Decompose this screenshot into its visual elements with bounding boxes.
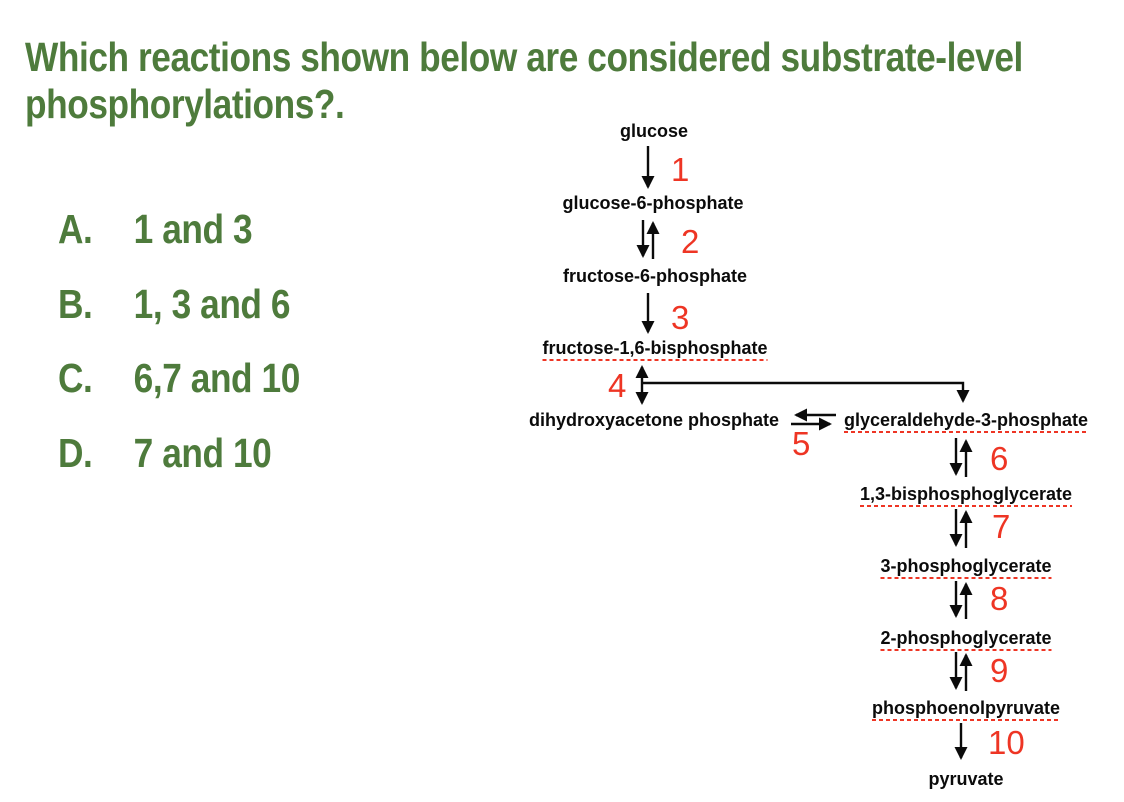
reaction-3-number: 3 bbox=[671, 299, 690, 336]
node-fructose-1-6-bisphosphate: fructose-1,6-bisphosphate bbox=[542, 339, 768, 361]
reaction-4-number: 4 bbox=[608, 367, 627, 404]
reaction-10-number: 10 bbox=[988, 724, 1025, 761]
node-fructose-6-phosphate: fructose-6-phosphate bbox=[562, 266, 748, 286]
node-phosphoenolpyruvate: phosphoenolpyruvate bbox=[871, 699, 1061, 721]
option-d-letter: D. bbox=[58, 430, 93, 476]
node-3-phosphoglycerate: 3-phosphoglycerate bbox=[880, 557, 1052, 579]
node-dihydroxyacetone-phosphate: dihydroxyacetone phosphate bbox=[528, 410, 780, 430]
node-glyceraldehyde-3-phosphate: glyceraldehyde-3-phosphate bbox=[843, 411, 1089, 433]
reaction-8-number: 8 bbox=[990, 580, 1009, 617]
reaction-6-number: 6 bbox=[990, 440, 1009, 477]
question-title-line1: Which reactions shown below are consider… bbox=[25, 34, 1023, 80]
reaction-7-number: 7 bbox=[992, 508, 1011, 545]
option-b-letter: B. bbox=[58, 281, 93, 327]
option-a[interactable]: A. 1 and 3 bbox=[58, 206, 253, 252]
question-title: Which reactions shown below are consider… bbox=[25, 34, 1109, 128]
node-1-3-bisphosphoglycerate: 1,3-bisphosphoglycerate bbox=[859, 485, 1073, 507]
option-c[interactable]: C. 6,7 and 10 bbox=[58, 356, 300, 400]
option-c-text: 6,7 and 10 bbox=[133, 355, 301, 401]
option-b-text: 1, 3 and 6 bbox=[133, 281, 291, 327]
reaction-2-number: 2 bbox=[681, 223, 700, 260]
reaction-4-branch-arrow bbox=[642, 381, 970, 403]
node-pyruvate: pyruvate bbox=[928, 769, 1004, 789]
node-glucose-6-phosphate: glucose-6-phosphate bbox=[562, 193, 744, 213]
reaction-1-number: 1 bbox=[671, 151, 690, 188]
option-d[interactable]: D. 7 and 10 bbox=[58, 430, 272, 476]
option-d-text: 7 and 10 bbox=[133, 430, 272, 476]
reaction-5-number: 5 bbox=[792, 425, 811, 462]
option-a-letter: A. bbox=[58, 206, 93, 252]
reaction-9-number: 9 bbox=[990, 652, 1009, 689]
node-glucose: glucose bbox=[619, 121, 689, 141]
option-b[interactable]: B. 1, 3 and 6 bbox=[58, 281, 291, 327]
option-a-text: 1 and 3 bbox=[133, 206, 253, 252]
question-title-line2: phosphorylations?. bbox=[25, 81, 345, 127]
option-c-letter: C. bbox=[58, 355, 93, 401]
node-2-phosphoglycerate: 2-phosphoglycerate bbox=[880, 629, 1052, 651]
